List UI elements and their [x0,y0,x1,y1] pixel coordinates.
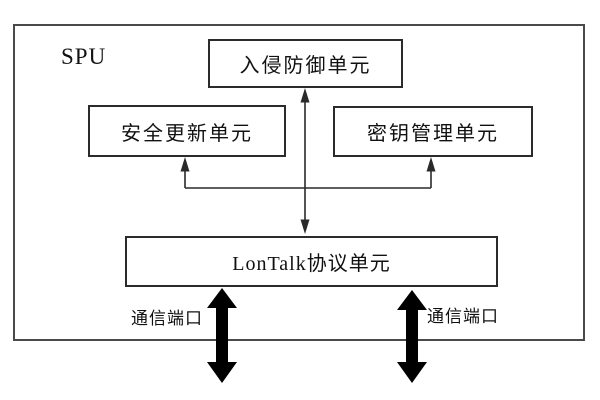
box-lontalk-protocol-unit: LonTalk协议单元 [125,236,498,287]
port-label-left: 通信端口 [131,309,203,328]
box-security-update-unit: 安全更新单元 [88,105,286,157]
box-intrusion-prevention-label: 入侵防御单元 [239,55,372,77]
spu-container-box [13,24,585,341]
box-key-management-unit: 密钥管理单元 [333,106,533,157]
box-intrusion-prevention-unit: 入侵防御单元 [208,39,403,88]
box-key-management-label: 密钥管理单元 [367,123,499,145]
spu-label: SPU [61,44,107,69]
port-label-right: 通信端口 [427,307,499,326]
box-lontalk-protocol-label: LonTalk协议单元 [232,253,391,275]
box-security-update-label: 安全更新单元 [121,122,253,145]
